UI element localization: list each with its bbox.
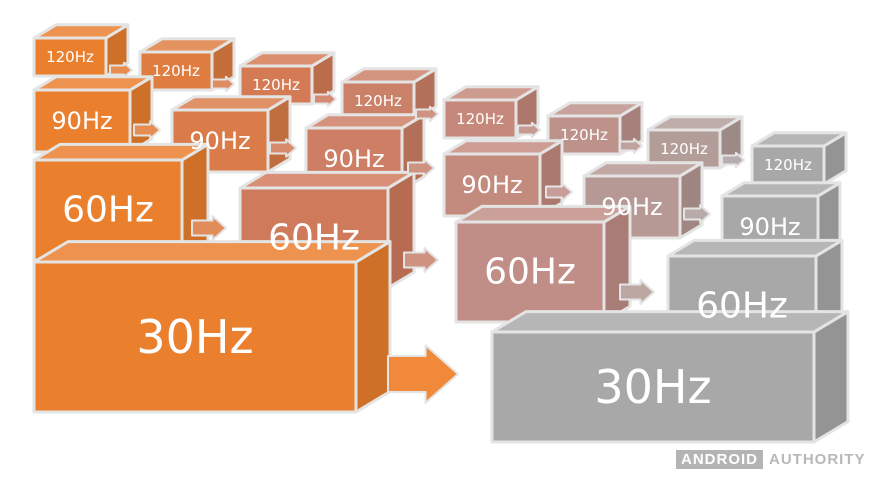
block-120hz-7-front (646, 128, 722, 170)
block-60hz-4-top (666, 238, 844, 258)
block-60hz-4-label: 60Hz (696, 286, 788, 327)
block-120hz-8-label: 120Hz (764, 156, 812, 174)
block-120hz-8 (750, 131, 848, 186)
block-90hz-4-label: 90Hz (461, 171, 522, 199)
block-90hz-6-top (720, 181, 842, 198)
arrow-30hz-1 (387, 344, 459, 404)
block-90hz-2-top (170, 95, 292, 112)
block-30hz-1-side (354, 240, 392, 414)
arrow-90hz-4 (545, 182, 573, 202)
arrow-120hz-6 (619, 137, 643, 155)
block-120hz-5-front (442, 98, 518, 140)
arrow-90hz-5 (683, 204, 711, 224)
block-90hz-2-label: 90Hz (189, 127, 250, 155)
arrow-60hz-1 (191, 215, 227, 241)
arrow-120hz-2 (211, 75, 235, 93)
block-60hz-3-label: 60Hz (484, 252, 576, 293)
block-90hz-6-label: 90Hz (739, 213, 800, 241)
block-120hz-7-label: 120Hz (660, 140, 708, 158)
block-90hz-3-top (304, 113, 426, 130)
arrow-90hz-2 (269, 138, 297, 158)
block-90hz-1-label: 90Hz (51, 107, 112, 135)
block-120hz-1 (32, 23, 130, 78)
block-30hz-2-top (490, 310, 850, 334)
block-120hz-4-label: 120Hz (354, 92, 402, 110)
block-120hz-3-front (238, 64, 314, 106)
arrow-120hz-7 (721, 151, 745, 169)
label-layer: 120Hz 120Hz 120Hz 120Hz 120Hz 120Hz 120Hz 120Hz… (46, 48, 812, 414)
block-120hz-4 (340, 67, 438, 122)
block-30hz-1-label: 30Hz (136, 310, 253, 364)
block-120hz-2-label: 120Hz (152, 62, 200, 80)
arrow-60hz-2 (403, 247, 439, 273)
block-30hz-1-front (32, 260, 358, 414)
block-30hz-2-label: 30Hz (594, 360, 711, 414)
block-60hz-1-label: 60Hz (62, 190, 154, 231)
arrow-120hz-5 (517, 121, 541, 139)
watermark: ANDROID AUTHORITY (676, 450, 866, 469)
block-120hz-3-label: 120Hz (252, 76, 300, 94)
block-30hz-2-side (812, 310, 850, 444)
arrow-layer (109, 61, 745, 404)
block-90hz-4-top (442, 139, 564, 156)
block-60hz-1-top (32, 142, 210, 162)
block-90hz-3-label: 90Hz (323, 145, 384, 173)
arrow-90hz-1 (133, 120, 161, 140)
block-60hz-3-side (602, 204, 632, 324)
block-60hz-2-top (238, 170, 416, 190)
arrow-60hz-3 (619, 279, 655, 305)
block-120hz-6-label: 120Hz (560, 126, 608, 144)
block-30hz-2 (490, 310, 850, 444)
block-60hz-2-side (386, 170, 416, 290)
block-90hz-5-label: 90Hz (601, 193, 662, 221)
block-90hz-1-top (32, 75, 154, 92)
arrow-120hz-1 (109, 61, 133, 79)
block-30hz-2-front (490, 330, 816, 444)
watermark-authority: AUTHORITY (769, 451, 866, 468)
arrow-90hz-3 (407, 158, 435, 178)
block-120hz-5-label: 120Hz (456, 110, 504, 128)
block-90hz-5-top (582, 161, 704, 178)
block-layer (32, 23, 850, 444)
watermark-android: ANDROID (676, 450, 763, 469)
arrow-120hz-4 (415, 105, 439, 123)
block-120hz-2 (138, 37, 236, 92)
block-120hz-1-label: 120Hz (46, 48, 94, 66)
block-60hz-2-label: 60Hz (268, 218, 360, 259)
arrow-120hz-3 (313, 90, 337, 108)
block-30hz-1 (32, 240, 392, 414)
